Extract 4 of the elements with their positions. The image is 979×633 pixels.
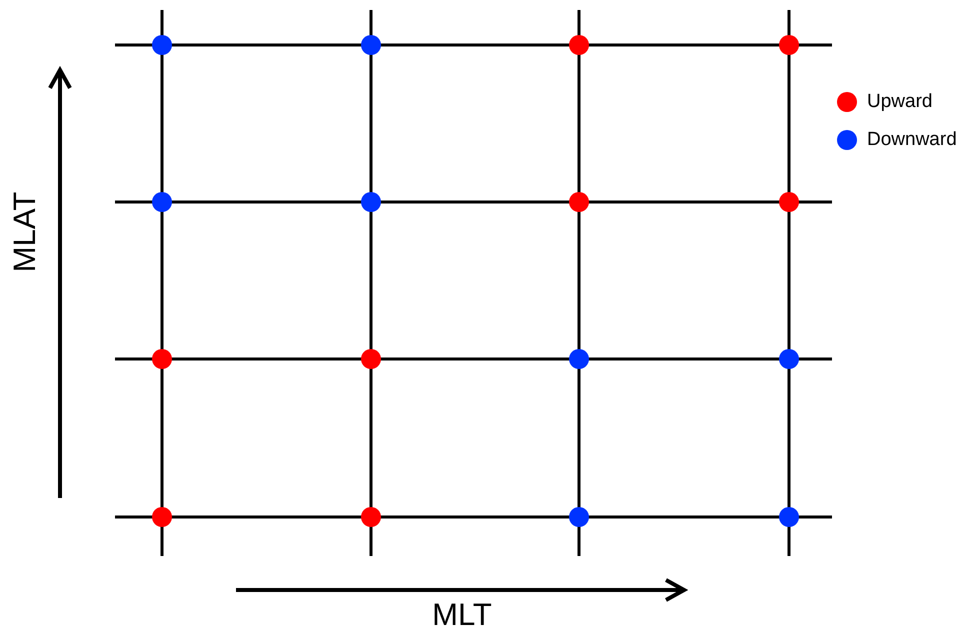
legend-label: Downward <box>867 129 957 151</box>
axis-label: MLAT <box>7 192 43 272</box>
legend-label: Upward <box>867 91 932 113</box>
axis-label: MLT <box>432 597 492 633</box>
